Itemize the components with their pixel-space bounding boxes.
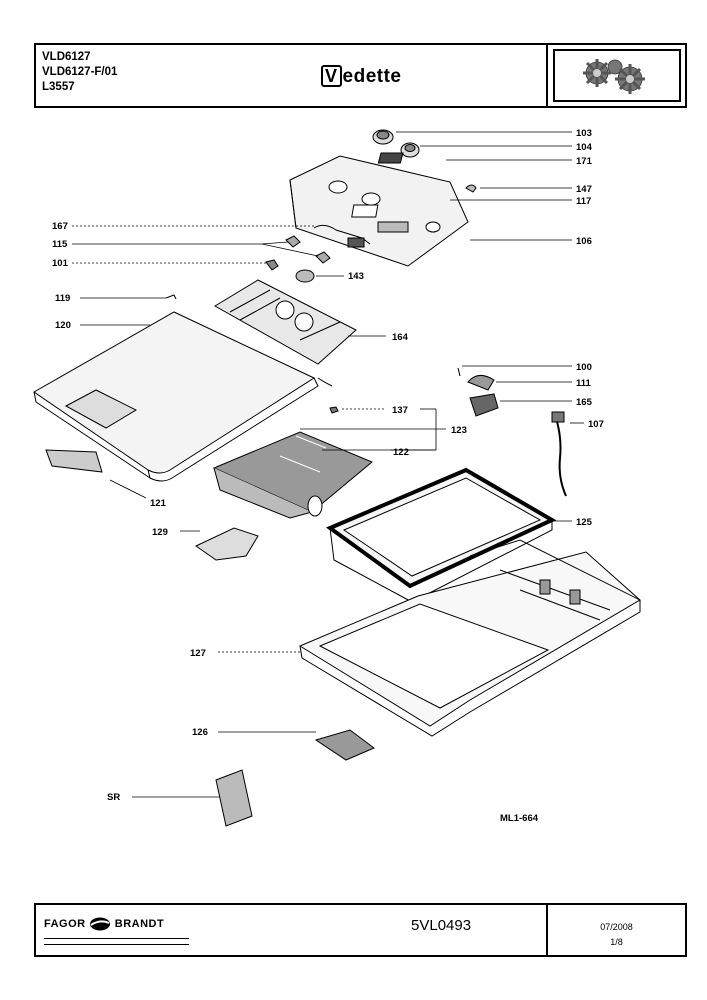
label-104: 104: [576, 142, 593, 153]
label-123: 123: [451, 425, 467, 436]
gear-143: [295, 269, 315, 283]
label-101: 101: [52, 258, 69, 269]
knob-103: [372, 129, 394, 145]
leader-lines: [72, 131, 584, 798]
cable-plug-107: [551, 411, 565, 423]
brand-logo-initial: V: [321, 65, 342, 87]
part-101: [265, 259, 279, 271]
gear-logo-box: [546, 45, 685, 106]
part-126: [314, 729, 375, 761]
detergent-dispenser-122: [212, 431, 373, 519]
part-147: [465, 184, 477, 193]
label-121: 121: [150, 498, 167, 509]
connector-167: [347, 237, 365, 248]
document-number: 5VL0493: [411, 917, 472, 934]
label-107: 107: [588, 419, 604, 430]
brand-logo-text: edette: [342, 66, 402, 87]
label-164: 164: [392, 332, 409, 343]
footer-block: FAGOR BRANDT 5VL0493 07/2008 1/8: [34, 903, 687, 957]
label-sr: SR: [107, 792, 120, 803]
display-window-171: [377, 152, 404, 164]
label-127: 127: [190, 648, 206, 659]
model-line-3: L3557: [42, 81, 75, 93]
label-122: 122: [393, 447, 409, 458]
brand-swoosh-icon: [90, 917, 111, 931]
manufacturer-tagline: [44, 938, 189, 945]
knob-104: [400, 142, 420, 158]
document-date: 07/2008: [600, 922, 633, 932]
label-106: 106: [576, 236, 592, 247]
label-115: 115: [52, 239, 68, 250]
label-147: 147: [576, 184, 592, 195]
label-103: 103: [576, 128, 592, 139]
lid-120: [33, 311, 319, 482]
label-100: 100: [576, 362, 592, 373]
label-126: 126: [192, 727, 208, 738]
manufacturer-logo: FAGOR BRANDT: [44, 917, 164, 931]
switch-165: [469, 393, 499, 417]
wire-harness-167: [313, 224, 371, 245]
pin-100: [457, 367, 461, 377]
cable-107: [555, 417, 567, 497]
manufacturer-right: BRANDT: [114, 917, 165, 930]
clip-115-b: [315, 251, 331, 264]
model-line-1: VLD6127: [42, 51, 91, 63]
label-111: 111: [576, 378, 592, 389]
spring-119: [165, 294, 177, 300]
gears-icon: [583, 59, 645, 94]
label-120: 120: [55, 320, 71, 331]
label-171: 171: [576, 156, 593, 167]
date-page-box: 07/2008 1/8: [546, 905, 685, 955]
tub-seal-125: [325, 467, 557, 603]
label-143: 143: [348, 271, 364, 282]
top-frame-127: [298, 539, 641, 737]
clip-115-a: [285, 235, 301, 248]
control-panel-106: [289, 155, 469, 267]
manufacturer-left: FAGOR: [44, 917, 86, 930]
part-111: [467, 375, 495, 391]
electronic-module-164: [214, 279, 357, 365]
model-line-2: VLD6127-F/01: [42, 66, 118, 78]
label-119: 119: [55, 293, 70, 304]
label-117: 117: [576, 196, 591, 207]
label-137: 137: [392, 405, 408, 416]
label-165: 165: [576, 397, 593, 408]
handle-121: [45, 449, 103, 473]
page-number: 1/8: [610, 937, 623, 947]
model-list: VLD6127 VLD6127-F/01 L3557: [42, 50, 117, 95]
label-125: 125: [576, 517, 593, 528]
gear-logo-frame: [553, 49, 681, 102]
hinge-pin: [317, 377, 333, 387]
service-manual-sr: [215, 769, 253, 827]
screw-137: [329, 406, 339, 414]
label-129: 129: [152, 527, 168, 538]
diagram-reference: ML1-664: [500, 813, 539, 824]
bracket-129: [195, 527, 259, 561]
label-167: 167: [52, 221, 68, 232]
